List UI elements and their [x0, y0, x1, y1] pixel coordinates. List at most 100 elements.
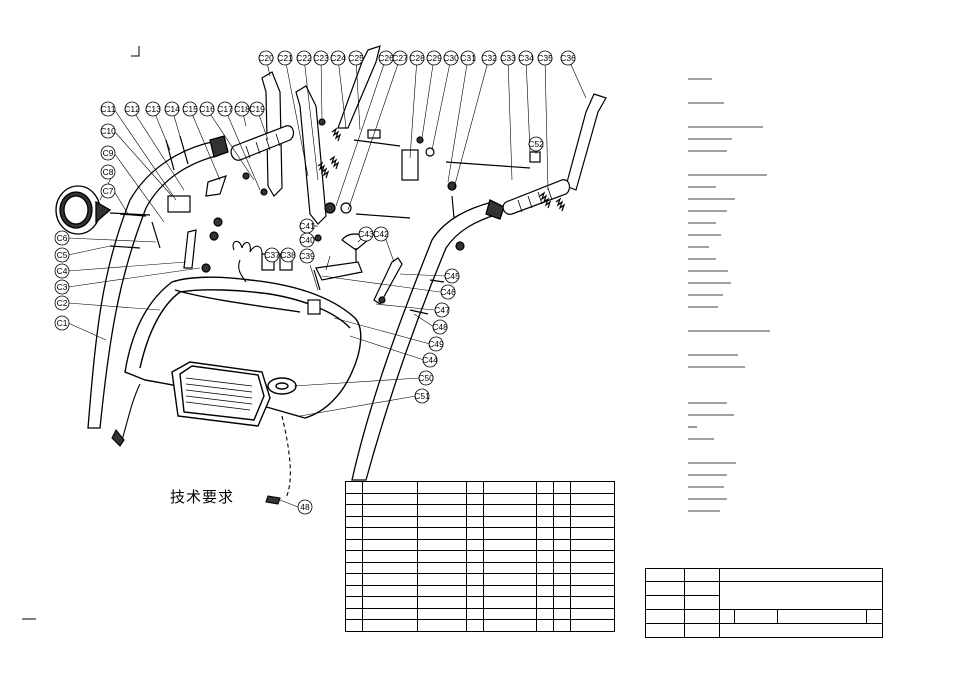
hardware: [109, 118, 541, 315]
callout-c23: C23: [313, 50, 329, 66]
svg-text:C23: C23: [313, 53, 329, 63]
callout-c51: C51: [414, 388, 430, 404]
auger-housing: [124, 276, 362, 427]
callout-c15: C15: [182, 101, 198, 117]
callout-c28: C28: [409, 50, 425, 66]
table-row: [645, 609, 883, 624]
callout-c8: C8: [100, 164, 116, 180]
technical-requirements-label: 技术要求: [170, 488, 235, 506]
table-row: [345, 481, 615, 494]
callout-c39: C39: [299, 248, 315, 264]
callout-c2: C2: [54, 295, 70, 311]
svg-text:C43: C43: [358, 229, 374, 239]
callout-c1: C1: [54, 315, 70, 331]
svg-text:C31: C31: [460, 53, 476, 63]
svg-text:C50: C50: [418, 373, 434, 383]
callout-c42: C42: [373, 226, 389, 242]
callout-c49: C49: [428, 336, 444, 352]
svg-text:C8: C8: [103, 167, 114, 177]
notes-lines: [688, 78, 770, 512]
svg-text:C37: C37: [264, 250, 280, 260]
svg-text:C9: C9: [103, 148, 114, 158]
callout-c32: C32: [481, 50, 497, 66]
svg-text:C44: C44: [422, 355, 438, 365]
svg-text:C46: C46: [440, 287, 456, 297]
callout-c10: C10: [100, 123, 116, 139]
callout-c9: C9: [100, 145, 116, 161]
table-row: [345, 515, 615, 528]
svg-text:C30: C30: [443, 53, 459, 63]
table-row: [645, 581, 883, 610]
callout-c40: C40: [299, 232, 315, 248]
table-row: [345, 527, 615, 540]
svg-text:C25: C25: [348, 53, 364, 63]
table-row: [345, 596, 615, 609]
svg-text:C26: C26: [378, 53, 394, 63]
callout-c43: C43: [358, 226, 374, 242]
callout-c22: C22: [296, 50, 312, 66]
callout-c21: C21: [277, 50, 293, 66]
svg-text:C42: C42: [373, 229, 389, 239]
title-block: [645, 568, 883, 638]
svg-text:C28: C28: [409, 53, 425, 63]
svg-text:C24: C24: [330, 53, 346, 63]
svg-text:C51: C51: [414, 391, 430, 401]
parts-list-body: [345, 481, 615, 632]
callout-c7: C7: [100, 183, 116, 199]
svg-text:C22: C22: [296, 53, 312, 63]
svg-text:C4: C4: [57, 266, 68, 276]
callout-c30: C30: [443, 50, 459, 66]
svg-text:C52: C52: [528, 139, 544, 149]
callout-c24: C24: [330, 50, 346, 66]
callout-c37: C37: [264, 247, 280, 263]
svg-text:C41: C41: [299, 221, 315, 231]
svg-text:C19: C19: [249, 104, 265, 114]
svg-text:C35: C35: [537, 53, 553, 63]
svg-text:C14: C14: [164, 104, 180, 114]
callout-c4: C4: [54, 263, 70, 279]
table-row: [345, 619, 615, 632]
svg-text:C49: C49: [428, 339, 444, 349]
svg-text:C15: C15: [182, 104, 198, 114]
callout-c35: C35: [537, 50, 553, 66]
table-row: [345, 573, 615, 586]
parts-list-table: [345, 481, 615, 632]
callout-c50: C50: [418, 370, 434, 386]
svg-text:C45: C45: [444, 271, 460, 281]
callout-c36: C36: [560, 50, 576, 66]
sheet-corner-marks: [22, 46, 140, 620]
table-row: [645, 568, 883, 582]
table-row: [345, 504, 615, 517]
svg-text:C17: C17: [217, 104, 233, 114]
callout-c20: C20: [258, 50, 274, 66]
svg-text:C11: C11: [101, 104, 116, 114]
callout-48: 48: [297, 499, 313, 515]
table-row: [345, 550, 615, 563]
svg-text:C27: C27: [392, 53, 408, 63]
callout-c17: C17: [217, 101, 233, 117]
table-row: [345, 607, 615, 620]
svg-text:C29: C29: [426, 53, 442, 63]
callout-c46: C46: [440, 284, 456, 300]
svg-text:C47: C47: [434, 305, 450, 315]
svg-text:C32: C32: [481, 53, 497, 63]
callout-c45: C45: [444, 268, 460, 284]
callout-c19: C19: [249, 101, 265, 117]
callout-c6: C6: [54, 230, 70, 246]
svg-text:C6: C6: [57, 233, 68, 243]
springs: [317, 127, 566, 212]
svg-text:C2: C2: [57, 298, 68, 308]
callout-c25: C25: [348, 50, 364, 66]
callout-balloons: C1 C2 C3 C4 C5 C6 C7 C8 C9 C10 C11 C12 C…: [54, 50, 576, 515]
handle-grips: [230, 125, 571, 215]
svg-text:C18: C18: [234, 104, 250, 114]
svg-text:C3: C3: [57, 282, 68, 292]
callout-c14: C14: [164, 101, 180, 117]
callout-c18: C18: [234, 101, 250, 117]
svg-text:C10: C10: [100, 126, 116, 136]
callout-c16: C16: [199, 101, 215, 117]
table-row: [345, 492, 615, 505]
svg-text:C21: C21: [277, 53, 293, 63]
svg-text:C5: C5: [57, 250, 68, 260]
